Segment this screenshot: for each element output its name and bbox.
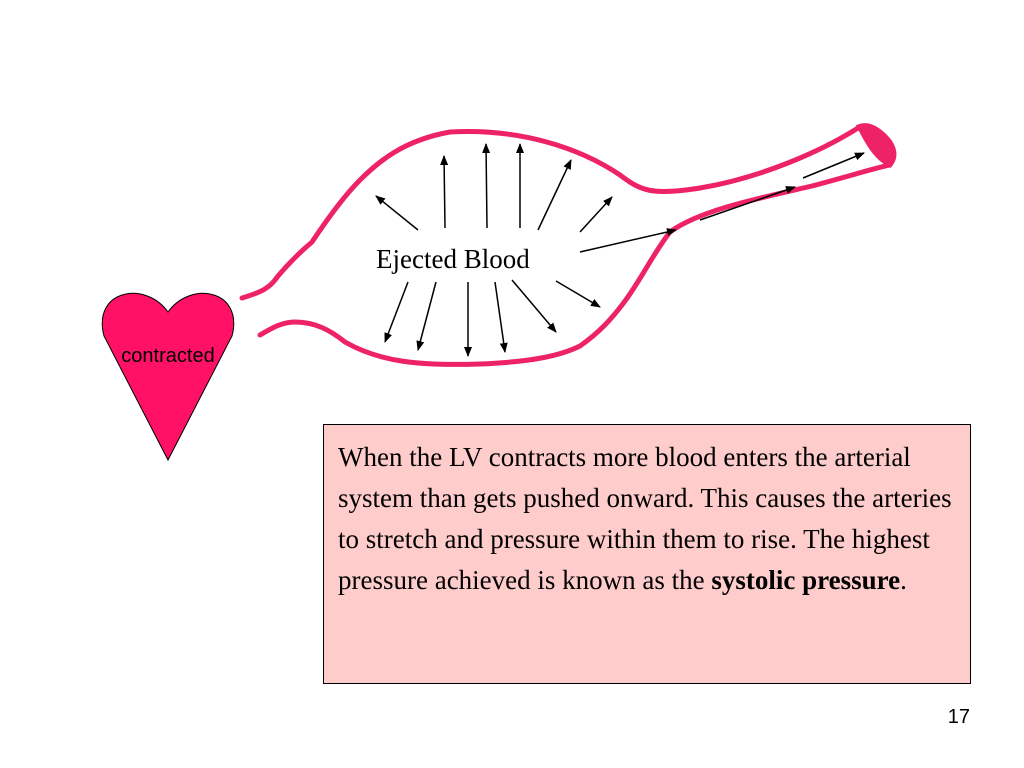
heart-shape xyxy=(101,292,235,462)
artery-lower-wall xyxy=(257,162,893,367)
arrow xyxy=(384,281,409,343)
slide-number: 17 xyxy=(947,706,970,728)
arrow xyxy=(416,281,437,351)
heart-label: contracted xyxy=(121,345,214,367)
arrow xyxy=(555,280,601,308)
arrow xyxy=(699,186,796,221)
explanation-end: . xyxy=(900,565,907,595)
arrow xyxy=(494,281,508,353)
explanation-text: When the LV contracts more blood enters … xyxy=(338,442,952,595)
arrow xyxy=(802,152,865,179)
arrow xyxy=(482,143,491,229)
arrow xyxy=(440,155,449,229)
ejected-blood-label: Ejected Blood xyxy=(376,244,530,274)
artery-upper-wall xyxy=(239,125,861,301)
artery-tip xyxy=(855,123,897,168)
arrow xyxy=(511,279,557,333)
arrow xyxy=(375,195,419,231)
arrow xyxy=(579,228,677,253)
arrow xyxy=(579,196,613,233)
arrow xyxy=(537,159,572,231)
explanation-box: When the LV contracts more blood enters … xyxy=(323,424,971,684)
systolic-pressure-term: systolic pressure xyxy=(711,565,901,595)
